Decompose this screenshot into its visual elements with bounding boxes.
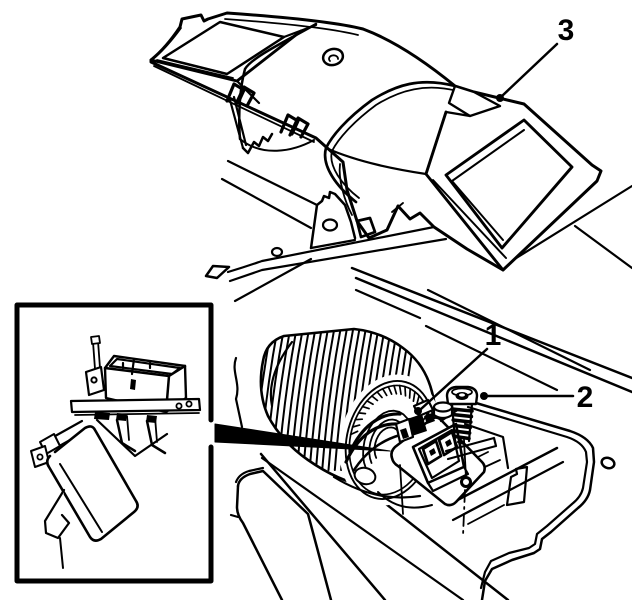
svg-text:1: 1 — [485, 319, 502, 352]
svg-text:2: 2 — [577, 381, 594, 414]
svg-text:3: 3 — [558, 14, 575, 47]
